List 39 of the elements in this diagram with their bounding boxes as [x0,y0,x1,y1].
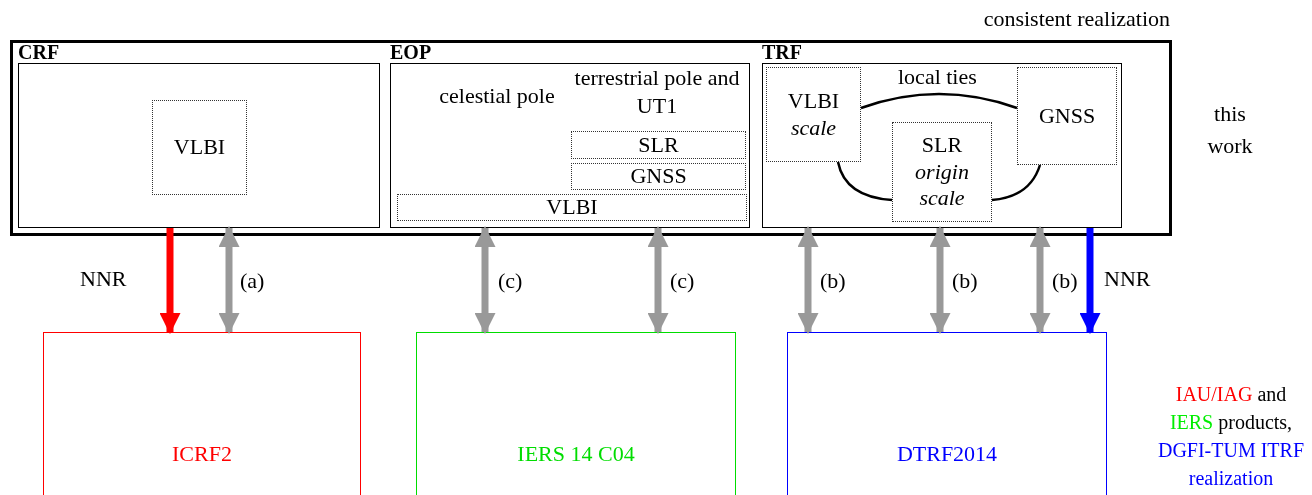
edge-label: (a) [240,270,265,292]
edge-label: (b) [952,270,978,292]
frame-heading: consistent realization [983,8,1170,30]
technique-box: SLR origin scale [892,122,992,222]
edge-label: (c) [670,270,695,292]
product-box: ICRF2 [43,332,361,495]
technique-box: VLBI [152,100,247,195]
arrow [647,225,669,335]
panel-text: celestial pole [438,82,556,110]
arrow [218,225,240,335]
arrow [474,225,496,335]
technique-box: SLR [571,131,746,159]
edge-label: (c) [498,270,523,292]
edge-label: (b) [820,270,846,292]
arrow [797,225,819,335]
panel-heading: TRF [762,42,802,62]
legend-entry: IERS [1169,411,1214,433]
technique-box: GNSS [571,163,746,190]
technique-box: VLBI [397,194,747,221]
technique-box: VLBI scale [766,67,861,162]
legend-entry: DGFI-TUM ITRF realization [1157,439,1305,489]
arrow [1079,228,1101,335]
connector-line [836,161,893,202]
technique-box: GNSS [1017,67,1117,165]
panel-heading: EOP [390,42,432,62]
product-box: DTRF2014 [787,332,1107,495]
side-note: this work [1206,100,1254,160]
edge-label: (b) [1052,270,1078,292]
arrow [159,228,181,335]
arrow [1029,225,1051,335]
connector-line [860,92,1018,110]
connector-line [991,164,1042,202]
legend-text: and [1257,383,1287,405]
panel-heading: CRF [18,42,60,62]
arrow [929,225,951,335]
product-box: IERS 14 C04 [416,332,736,495]
legend-text: products, [1218,411,1293,433]
panel-text: terrestrial pole and UT1 [573,64,741,119]
legend-entry: IAU/IAG [1175,383,1253,405]
